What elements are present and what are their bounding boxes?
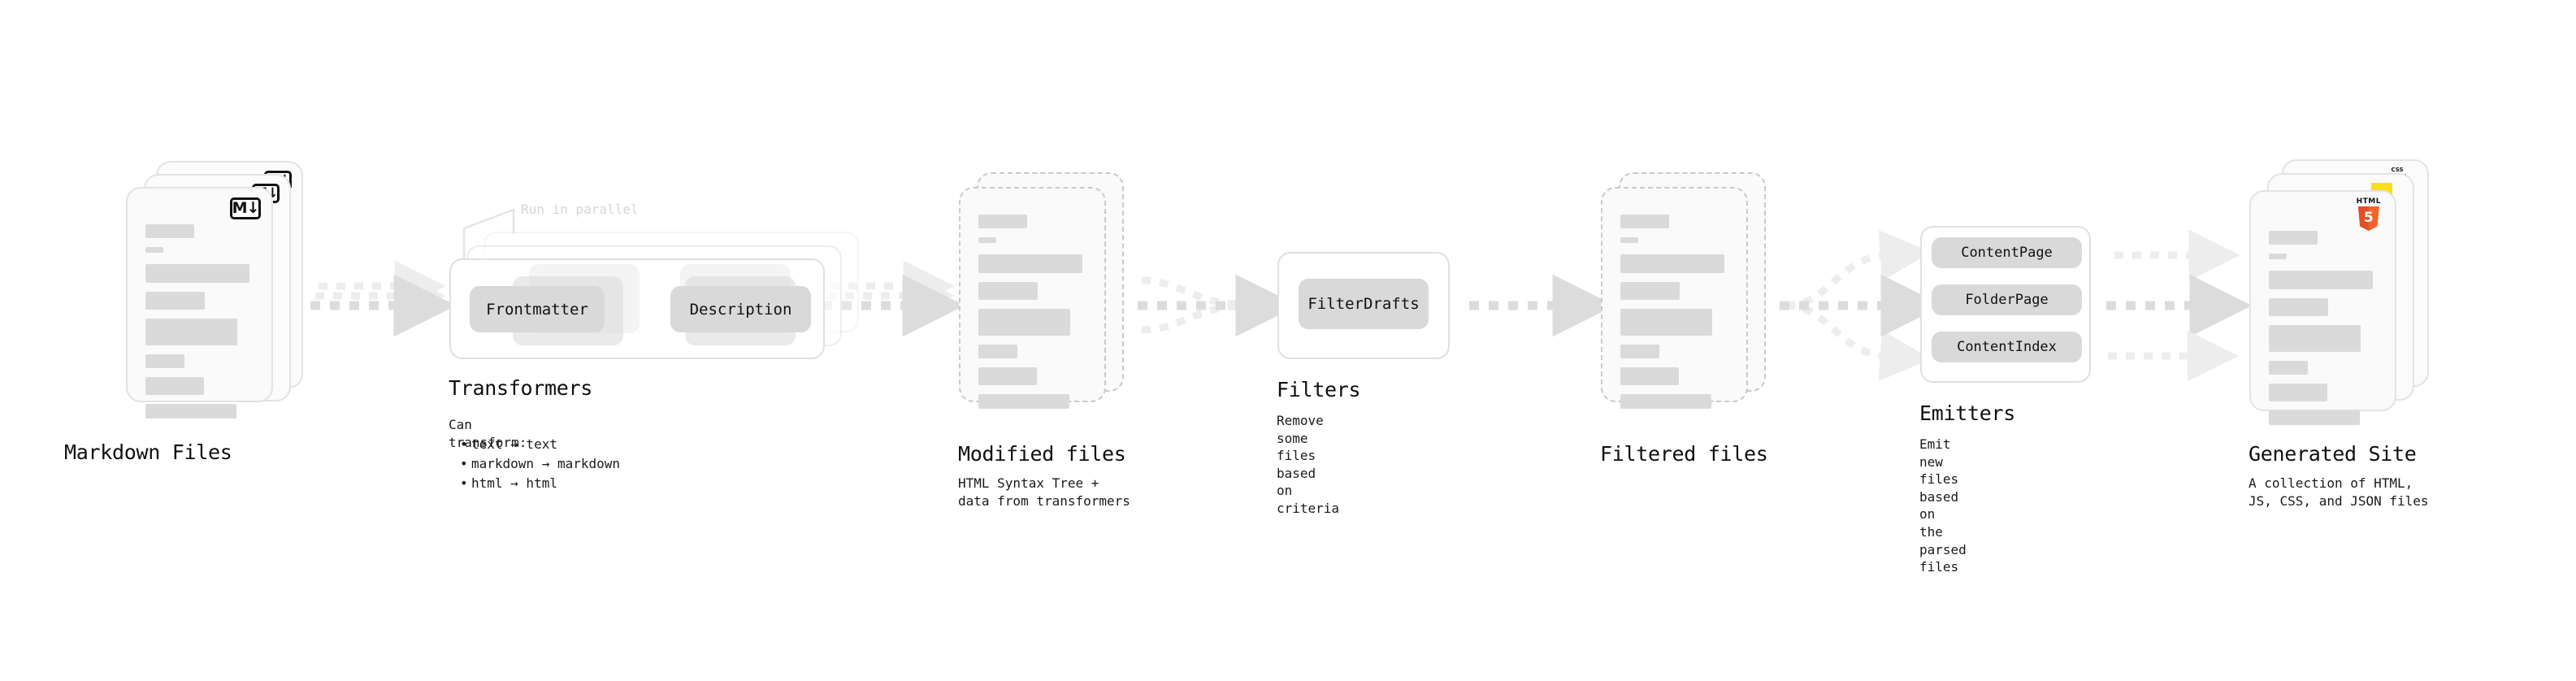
transformers-title: Transformers (449, 376, 593, 400)
markdown-placeholder-lines (145, 224, 255, 427)
chip-filterdrafts[interactable]: FilterDrafts (1299, 279, 1429, 329)
chip-contentpage[interactable]: ContentPage (1932, 237, 2082, 268)
connector-modified-to-filters (1138, 274, 1299, 337)
generated-card-front: HTML 5 (2249, 190, 2396, 425)
stage-generated-site: CSS HTML 5 (2249, 159, 2444, 509)
modified-card-front (959, 187, 1106, 409)
stage-filtered-files: Filtered files (1600, 172, 1780, 466)
html5-icon: HTML 5 (2357, 198, 2381, 231)
markdown-icon-front: M↓ (230, 197, 261, 219)
generated-site-title: Generated Site (2249, 442, 2417, 466)
filters-subtitle: Remove some files based on criteria (1277, 413, 1340, 516)
transform-item-text: text → text (460, 435, 620, 454)
modified-placeholder-lines (978, 215, 1088, 418)
chip-frontmatter[interactable]: Frontmatter (470, 286, 605, 332)
modified-files-title: Modified files (958, 442, 1126, 466)
transform-item-markdown: markdown → markdown (460, 454, 620, 474)
markdown-files-title: Markdown Files (64, 440, 232, 464)
filtered-card-front (1601, 187, 1748, 409)
chip-folderpage[interactable]: FolderPage (1932, 284, 2082, 315)
html5-icon-digit: 5 (2363, 209, 2374, 226)
emitters-title: Emitters (1919, 401, 2016, 425)
filtered-files-title: Filtered files (1600, 442, 1768, 466)
chip-contentindex[interactable]: ContentIndex (1932, 332, 2082, 362)
html5-icon-label: HTML (2356, 197, 2381, 206)
modified-file-stack (959, 172, 1138, 416)
stage-markdown-files: M↓ M↓ M↓ Markdown Files (64, 161, 313, 464)
markdown-file-stack: M↓ M↓ M↓ (126, 161, 313, 429)
emitters-subtitle: Emit new files based on the parsed files (1919, 436, 1967, 575)
run-in-parallel-label: Run in parallel (521, 202, 639, 217)
modified-files-subtitle: HTML Syntax Tree + data from transformer… (958, 475, 1130, 509)
filtered-placeholder-lines (1620, 215, 1730, 418)
stage-modified-files: Modified files HTML Syntax Tree + data f… (958, 172, 1138, 509)
filtered-file-stack (1601, 172, 1780, 416)
connector-emitters-to-site (2106, 229, 2253, 382)
transform-item-html: html → html (460, 474, 620, 493)
connector-md-to-transformers (310, 260, 457, 337)
generated-site-subtitle: A collection of HTML, JS, CSS, and JSON … (2249, 475, 2429, 509)
chip-description[interactable]: Description (670, 286, 811, 332)
filters-title: Filters (1277, 378, 1361, 401)
connector-filtered-to-emitters (1780, 230, 1944, 381)
generated-placeholder-lines (2269, 231, 2379, 434)
markdown-card-front: M↓ (126, 187, 273, 419)
generated-site-file-stack: CSS HTML 5 (2249, 159, 2444, 427)
transformers-capability-list: text → text markdown → markdown html → h… (460, 435, 620, 493)
